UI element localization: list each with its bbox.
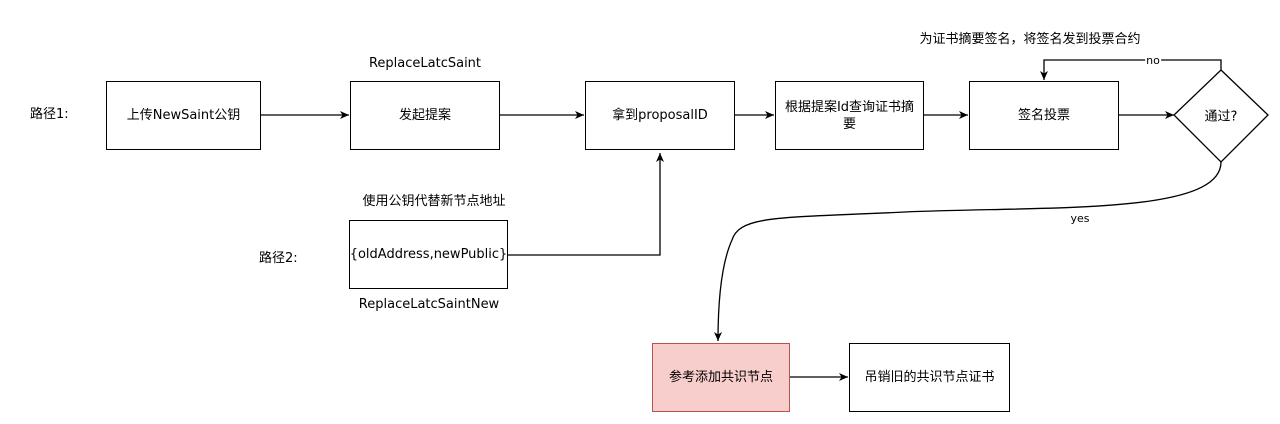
no-edge-label: no: [1145, 54, 1161, 67]
sign-digest-note: 为证书摘要签名，将签名发到投票合约: [919, 32, 1141, 47]
arrow-no-loop: [1040, 59, 1222, 80]
param-box-text: {oldAddress,newPublic}: [349, 247, 508, 262]
upload-key-node: 上传NewSaint公钥: [106, 81, 261, 150]
revoke-cert-node: 吊销旧的共识节点证书: [849, 343, 1010, 412]
yes-edge-label: yes: [1069, 212, 1091, 225]
query-digest-node: 根据提案Id查询证书摘要: [775, 81, 924, 150]
passed-text: 通过?: [1204, 109, 1238, 125]
replace-latc-saint-label: ReplaceLatcSaint: [368, 56, 482, 71]
param-box-node: {oldAddress,newPublic}: [349, 220, 508, 289]
decision-diamond: [1173, 69, 1269, 163]
initiate-proposal-node: 发起提案: [350, 81, 500, 150]
query-digest-text: 根据提案Id查询证书摘要: [784, 99, 915, 132]
sign-vote-node: 签名投票: [969, 81, 1119, 150]
revoke-cert-text: 吊销旧的共识节点证书: [864, 370, 995, 385]
get-proposal-id-node: 拿到proposalID: [585, 81, 735, 150]
add-consensus-text: 参考添加共识节点: [668, 370, 773, 385]
get-proposal-id-text: 拿到proposalID: [612, 108, 708, 123]
use-public-key-label: 使用公钥代替新节点地址: [362, 194, 506, 209]
upload-key-text: 上传NewSaint公钥: [126, 108, 241, 123]
path2-label: 路径2:: [259, 251, 298, 266]
arrow-yes: [714, 161, 1222, 342]
initiate-proposal-text: 发起提案: [398, 108, 451, 123]
replace-latc-saint-new-label: ReplaceLatcSaintNew: [358, 297, 500, 312]
sign-vote-text: 签名投票: [1017, 108, 1070, 123]
path1-label: 路径1:: [30, 107, 69, 122]
arrow-param-to-getid: [508, 153, 664, 256]
add-consensus-node: 参考添加共识节点: [652, 343, 790, 412]
